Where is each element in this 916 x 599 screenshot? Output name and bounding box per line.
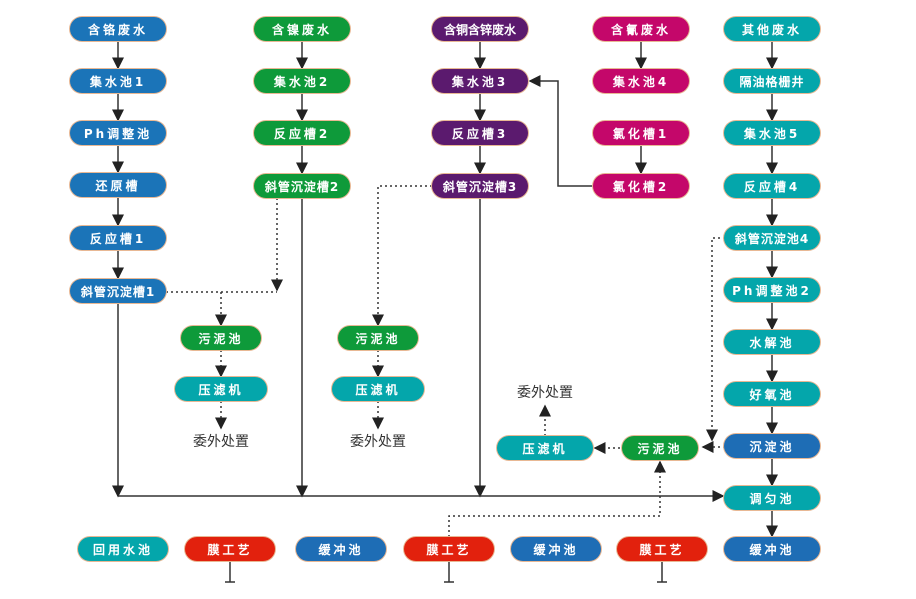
buffer-pool-4-node: 缓冲池 [724, 537, 820, 561]
chromium-wastewater-node: 含铬废水 [70, 17, 166, 41]
collection-pool-4-node: 集水池4 [593, 69, 689, 93]
filter-press-3-node: 压滤机 [497, 436, 593, 460]
reaction-tank-4-node: 反应槽4 [724, 174, 820, 198]
membrane-process-2-node: 膜工艺 [404, 537, 494, 561]
membrane-process-3-node: 膜工艺 [617, 537, 707, 561]
ph-adjust-pool-2-node: Ph调整池2 [724, 278, 820, 302]
chlorination-tank-1-node: 氯化槽1 [593, 121, 689, 145]
filter-press-1-node: 压滤机 [175, 377, 267, 401]
settling-tank-1-node: 斜管沉淀槽1 [70, 279, 166, 303]
settling-pool-4-node: 斜管沉淀池4 [724, 226, 820, 250]
cyanide-wastewater-node: 含氰废水 [593, 17, 689, 41]
buffer-pool-1-node: 缓冲池 [296, 537, 386, 561]
collection-pool-3-node: 集水池3 [432, 69, 528, 93]
outsource-disposal-2: 委外处置 [350, 434, 406, 450]
outsource-disposal-3: 委外处置 [517, 385, 573, 401]
settling-tank-3-node: 斜管沉淀槽3 [432, 174, 528, 198]
sludge-pool-2-node: 污泥池 [338, 326, 418, 350]
other-wastewater-node: 其他废水 [724, 17, 820, 41]
equalization-pool-node: 调匀池 [724, 486, 820, 510]
membrane-process-1-node: 膜工艺 [185, 537, 275, 561]
settling-tank-2-node: 斜管沉淀槽2 [254, 174, 350, 198]
filter-press-2-node: 压滤机 [332, 377, 424, 401]
buffer-pool-2-node: 缓冲池 [511, 537, 601, 561]
collection-pool-1-node: 集水池1 [70, 69, 166, 93]
outsource-disposal-1: 委外处置 [193, 434, 249, 450]
collection-pool-5-node: 集水池5 [724, 121, 820, 145]
ph-adjust-pool-node: Ph调整池 [70, 121, 166, 145]
sludge-pool-3-node: 污泥池 [622, 436, 698, 460]
reaction-tank-1-node: 反应槽1 [70, 226, 166, 250]
reduction-tank-node: 还原槽 [70, 173, 166, 197]
reaction-tank-3-node: 反应槽3 [432, 121, 528, 145]
sedimentation-pool-node: 沉淀池 [724, 434, 820, 458]
chlorination-tank-2-node: 氯化槽2 [593, 174, 689, 198]
hydrolysis-pool-node: 水解池 [724, 330, 820, 354]
collection-pool-2-node: 集水池2 [254, 69, 350, 93]
sludge-pool-1-node: 污泥池 [181, 326, 261, 350]
reuse-pool-node: 回用水池 [78, 537, 168, 561]
reaction-tank-2-node: 反应槽2 [254, 121, 350, 145]
nickel-wastewater-node: 含镍废水 [254, 17, 350, 41]
copper-zinc-wastewater-node: 含铜含锌废水 [432, 17, 528, 41]
aerobic-pool-node: 好氧池 [724, 382, 820, 406]
oil-grease-trap-node: 隔油格栅井 [724, 69, 820, 93]
